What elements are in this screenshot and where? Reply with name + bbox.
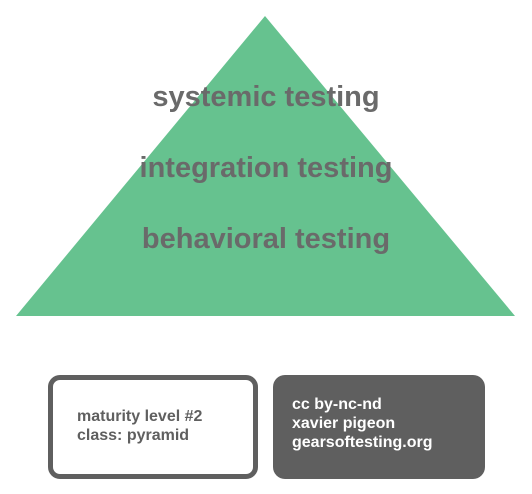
pyramid-layer-top-label: systemic testing [152, 81, 380, 113]
license-text: cc by-nc-nd [292, 396, 382, 413]
pyramid-triangle [16, 16, 515, 316]
maturity-level-text: maturity level #2 [77, 408, 203, 425]
website-text: gearsoftesting.org [292, 434, 433, 451]
testing-pyramid: systemic testing integration testing beh… [16, 16, 515, 316]
author-text: xavier pigeon [292, 415, 396, 432]
class-text: class: pyramid [77, 427, 190, 444]
pyramid-layer-bottom-label: behavioral testing [141, 223, 391, 255]
credit-info-box: cc by-nc-nd xavier pigeon gearsoftesting… [273, 375, 485, 479]
maturity-info-box: maturity level #2 class: pyramid [48, 375, 258, 479]
pyramid-layer-middle-label: integration testing [139, 152, 393, 184]
